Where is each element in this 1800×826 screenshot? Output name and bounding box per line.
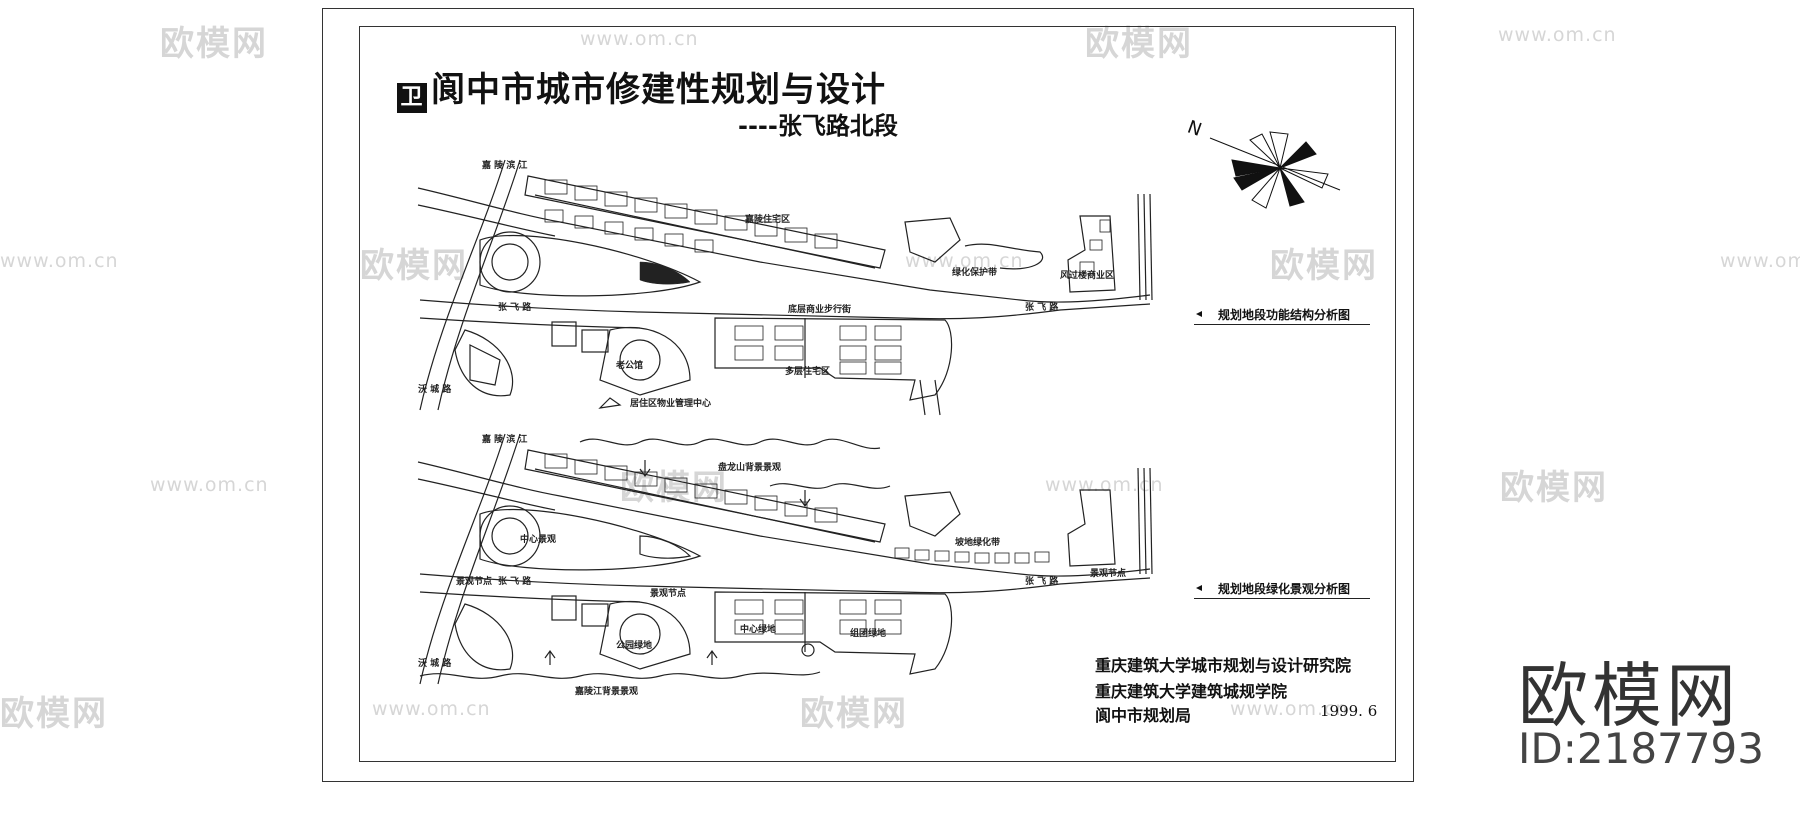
plan-label: 风过楼商业区 bbox=[1060, 269, 1114, 281]
watermark-url: www.om.cn bbox=[905, 250, 1024, 272]
plan-label: 景观节点 bbox=[650, 587, 686, 599]
watermark-url: www.om.cn bbox=[150, 474, 269, 496]
plan-label: 嘉陵江背景景观 bbox=[574, 685, 638, 697]
watermark-logo: 欧模网 bbox=[160, 24, 268, 64]
watermark-url: www.om.cn bbox=[0, 250, 119, 272]
plan-title-text: 阆中市城市修建性规划与设计 bbox=[431, 70, 886, 110]
watermark-url: www.om.cn bbox=[372, 698, 491, 720]
drawing-sheet-inner-frame bbox=[359, 26, 1396, 762]
plan-label: 沃 城 路 bbox=[418, 657, 452, 669]
site-plan-green-landscape bbox=[417, 433, 1153, 685]
drawing-sheet-outer-frame bbox=[322, 8, 1414, 782]
watermark-url: www.om.cn bbox=[1045, 474, 1164, 496]
plan-label: 组团绿地 bbox=[850, 627, 886, 639]
caption-arrow-icon bbox=[1196, 585, 1202, 591]
caption-underline bbox=[1194, 598, 1370, 599]
plan-date: 1999. 6 bbox=[1320, 702, 1378, 720]
organization-line: 重庆建筑大学城市规划与设计研究院 bbox=[1095, 656, 1352, 675]
brand-id: ID:2187793 bbox=[1518, 724, 1764, 773]
organization-line: 重庆建筑大学建筑城规学院 bbox=[1095, 682, 1288, 701]
watermark-logo: 欧模网 bbox=[360, 246, 468, 286]
watermark-logo: 欧模网 bbox=[800, 694, 908, 734]
watermark-logo: 欧模网 bbox=[620, 468, 728, 508]
plan-title: 卫阆中市城市修建性规划与设计 bbox=[397, 62, 886, 113]
plan-label: 景观节点 bbox=[1090, 567, 1126, 579]
plan-label: 沃 城 路 bbox=[418, 383, 452, 395]
plan-label: 嘉 陵 滨 江 bbox=[481, 159, 527, 171]
plan-subtitle: ----张飞路北段 bbox=[738, 112, 898, 140]
watermark-logo: 欧模网 bbox=[1085, 24, 1193, 64]
organization-line: 阆中市规划局 bbox=[1095, 706, 1192, 725]
watermark-url: www.om.cn bbox=[1720, 250, 1800, 272]
title-logo-icon: 卫 bbox=[397, 83, 427, 113]
plan-label: 张 飞 路 bbox=[498, 575, 532, 587]
plan-label: 老公馆 bbox=[615, 359, 643, 371]
plan-label: 嘉 陵 滨 江 bbox=[481, 433, 527, 445]
watermark-url: www.om.cn bbox=[1498, 24, 1617, 46]
caption-green-landscape: 规划地段绿化景观分析图 bbox=[1218, 582, 1351, 596]
plan-label: 中心绿地 bbox=[740, 623, 776, 635]
brand-watermark: 欧模网 bbox=[1518, 655, 1740, 737]
watermark-logo: 欧模网 bbox=[0, 694, 108, 734]
caption-functional-structure: 规划地段功能结构分析图 bbox=[1218, 308, 1351, 322]
watermark-logo: 欧模网 bbox=[1500, 468, 1608, 508]
plan-label: 居住区物业管理中心 bbox=[630, 397, 711, 409]
watermark-logo: 欧模网 bbox=[1270, 246, 1378, 286]
watermark-url: www.om.cn bbox=[580, 28, 699, 50]
caption-arrow-icon bbox=[1196, 311, 1202, 317]
caption-underline bbox=[1194, 324, 1370, 325]
plan-label: 多层住宅区 bbox=[785, 365, 830, 377]
site-plan-functional-structure bbox=[417, 159, 1153, 416]
plan-label: 底层商业步行街 bbox=[788, 303, 851, 315]
compass-rose-icon: N bbox=[1185, 117, 1341, 209]
svg-text:N: N bbox=[1185, 117, 1205, 141]
plan-label: 嘉陵住宅区 bbox=[744, 213, 790, 225]
plan-label: 景观节点 bbox=[456, 575, 492, 587]
plan-label: 绿化保护带 bbox=[952, 266, 997, 278]
plan-label: 公园绿地 bbox=[616, 639, 652, 651]
watermark-url: www.om.cn bbox=[1230, 698, 1349, 720]
plan-label: 张 飞 路 bbox=[1025, 575, 1059, 587]
plan-label: 中心景观 bbox=[520, 533, 556, 545]
plan-label: 盘龙山背景景观 bbox=[718, 461, 781, 473]
plan-label: 张 飞 路 bbox=[498, 301, 532, 313]
plan-label: 张 飞 路 bbox=[1025, 301, 1059, 313]
plan-label: 坡地绿化带 bbox=[955, 536, 1000, 548]
